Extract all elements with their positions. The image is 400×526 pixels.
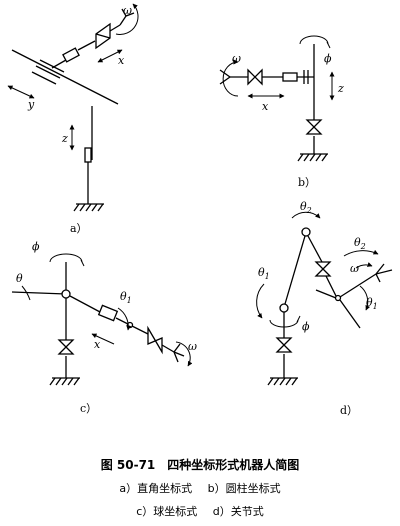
panel-a-label: a） [70, 222, 88, 235]
caption-item-d: d）关节式 [212, 505, 264, 518]
b-label-omega: ω [232, 52, 241, 65]
d-theta1-left-symbol: θ [258, 266, 265, 279]
a-label-z: z [61, 132, 68, 145]
d-theta2-right-sub: 2 [360, 242, 366, 251]
figure-caption-line-1: a）直角坐标式 b）圆柱坐标式 [0, 480, 400, 496]
c-theta1-sub: 1 [127, 296, 132, 305]
panel-a-cartesian [7, 3, 139, 212]
a-label-x: x [118, 54, 125, 67]
d-theta2-right-symbol: θ [354, 236, 361, 249]
d-label-theta1-right: θ1 [366, 296, 378, 311]
d-theta2-top-symbol: θ [300, 200, 307, 213]
caption-item-b: b）圆柱坐标式 [207, 482, 281, 495]
figure-caption-line-2: c）球坐标式 d）关节式 [0, 503, 400, 519]
b-label-phi: ϕ [324, 52, 332, 65]
caption-item-c: c）球坐标式 [136, 505, 198, 518]
panel-d-articulated [256, 211, 393, 386]
d-theta1-right-sub: 1 [373, 302, 378, 311]
d-label-theta2-top: θ2 [300, 200, 312, 215]
panel-c-spherical [11, 253, 193, 386]
d-label-theta1-left: θ1 [258, 266, 270, 281]
b-label-x: x [262, 100, 269, 113]
c-label-theta: θ [16, 272, 23, 285]
d-label-omega: ω [350, 262, 359, 275]
c-label-x: x [94, 338, 101, 351]
figure-caption-title: 图 50-71 四种坐标形式机器人简图 [100, 458, 300, 472]
d-label-phi: ϕ [302, 320, 310, 333]
panel-b-label: b） [298, 176, 316, 189]
a-label-omega: ω [123, 4, 132, 17]
d-theta1-left-sub: 1 [265, 272, 270, 281]
panel-c-label: c） [80, 402, 97, 415]
d-theta1-right-symbol: θ [366, 296, 373, 309]
a-label-y: y [27, 98, 35, 111]
c-label-omega: ω [188, 340, 197, 353]
panel-b-cylindrical [219, 35, 335, 162]
panel-d-label: d） [340, 404, 358, 417]
c-label-phi: ϕ [32, 240, 40, 253]
d-label-theta2-right: θ2 [354, 236, 366, 251]
c-label-theta1: θ1 [120, 290, 132, 305]
d-theta2-top-sub: 2 [306, 206, 312, 215]
c-theta1-symbol: θ [120, 290, 127, 303]
caption-item-a: a）直角坐标式 [119, 482, 193, 495]
b-label-z: z [337, 82, 344, 95]
